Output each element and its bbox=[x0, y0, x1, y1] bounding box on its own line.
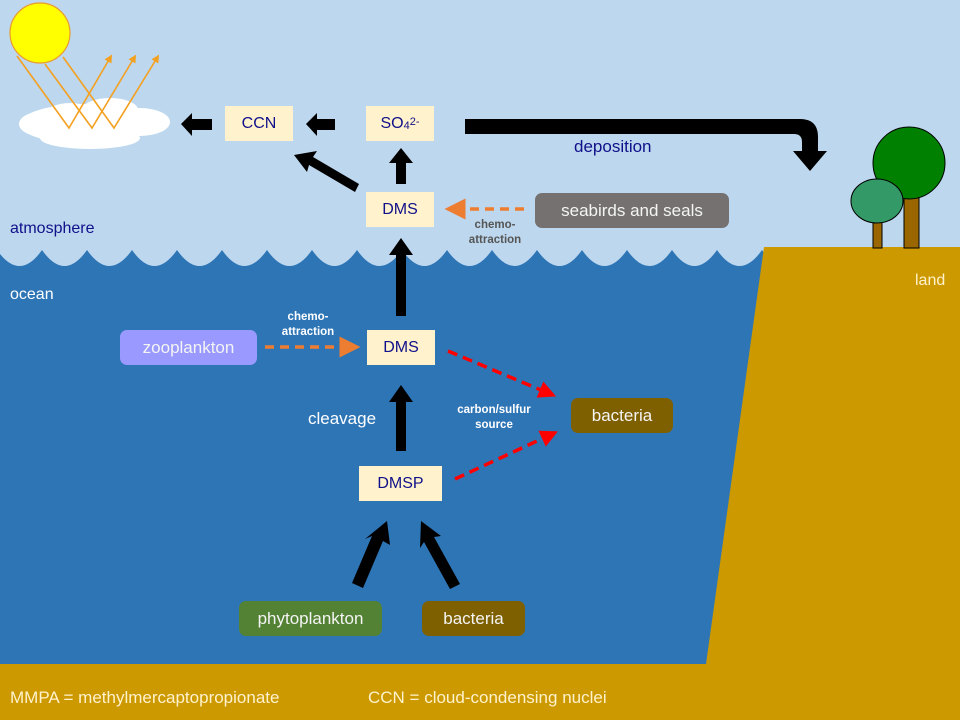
arrow-so4-to-ccn bbox=[306, 113, 335, 136]
sun-icon bbox=[9, 2, 71, 64]
cloud-icon bbox=[19, 98, 170, 149]
so4-base: SO bbox=[380, 114, 404, 132]
so4-subscript: 4 bbox=[403, 119, 410, 132]
carbon-sulfur-label: carbon/sulfur source bbox=[444, 403, 544, 433]
arrow-phyto-to-dmsp bbox=[352, 521, 390, 588]
arrow-ccn-to-cloud bbox=[181, 113, 212, 136]
chemo-attraction-air-label: chemo- attraction bbox=[455, 218, 535, 248]
dmsp-node: DMSP bbox=[359, 466, 442, 501]
carbon-line1: carbon/sulfur bbox=[457, 404, 531, 416]
arrow-deposition bbox=[465, 119, 827, 171]
sun-rays-icon bbox=[16, 54, 160, 130]
land-area bbox=[706, 247, 960, 720]
footnote-ccn: CCN = cloud-condensing nuclei bbox=[368, 688, 607, 707]
chemo-sea-line1: chemo- bbox=[287, 311, 329, 323]
arrow-dms-to-so4 bbox=[389, 148, 413, 184]
chemo-air-line2: attraction bbox=[468, 234, 522, 246]
arrow-bacteria-to-dmsp bbox=[420, 521, 460, 589]
land-label: land bbox=[915, 272, 946, 289]
dms-air-node: DMS bbox=[366, 192, 434, 227]
bacteria-bottom-node: bacteria bbox=[422, 601, 525, 636]
ocean-label: ocean bbox=[10, 286, 54, 303]
carbon-line2: source bbox=[475, 419, 513, 431]
trees-icon bbox=[850, 126, 946, 249]
atmosphere-label: atmosphere bbox=[10, 220, 95, 237]
phytoplankton-node: phytoplankton bbox=[239, 601, 382, 636]
zooplankton-node: zooplankton bbox=[120, 330, 257, 365]
so4-superscript: 2- bbox=[409, 115, 420, 128]
arrow-dms-to-bacteria bbox=[447, 349, 557, 398]
arrow-dmsp-to-dms bbox=[389, 385, 413, 451]
seabirds-node: seabirds and seals bbox=[535, 193, 729, 228]
flow-arrows bbox=[181, 113, 827, 589]
ccn-node: CCN bbox=[225, 106, 293, 141]
bacteria-right-node: bacteria bbox=[571, 398, 673, 433]
footnote-mmpa: MMPA = methylmercaptopropionate bbox=[10, 688, 280, 707]
arrow-dmsp-to-bacteria bbox=[454, 430, 558, 481]
chemo-sea-line2: attraction bbox=[281, 326, 335, 338]
deposition-label: deposition bbox=[574, 137, 652, 156]
arrow-dms-sea-to-air bbox=[389, 238, 413, 316]
arrow-dms-to-ccn bbox=[294, 151, 359, 192]
chemo-attraction-sea-label: chemo- attraction bbox=[268, 310, 348, 340]
chemo-air-line1: chemo- bbox=[474, 219, 516, 231]
dms-sea-node: DMS bbox=[367, 330, 435, 365]
cleavage-label: cleavage bbox=[308, 409, 377, 428]
